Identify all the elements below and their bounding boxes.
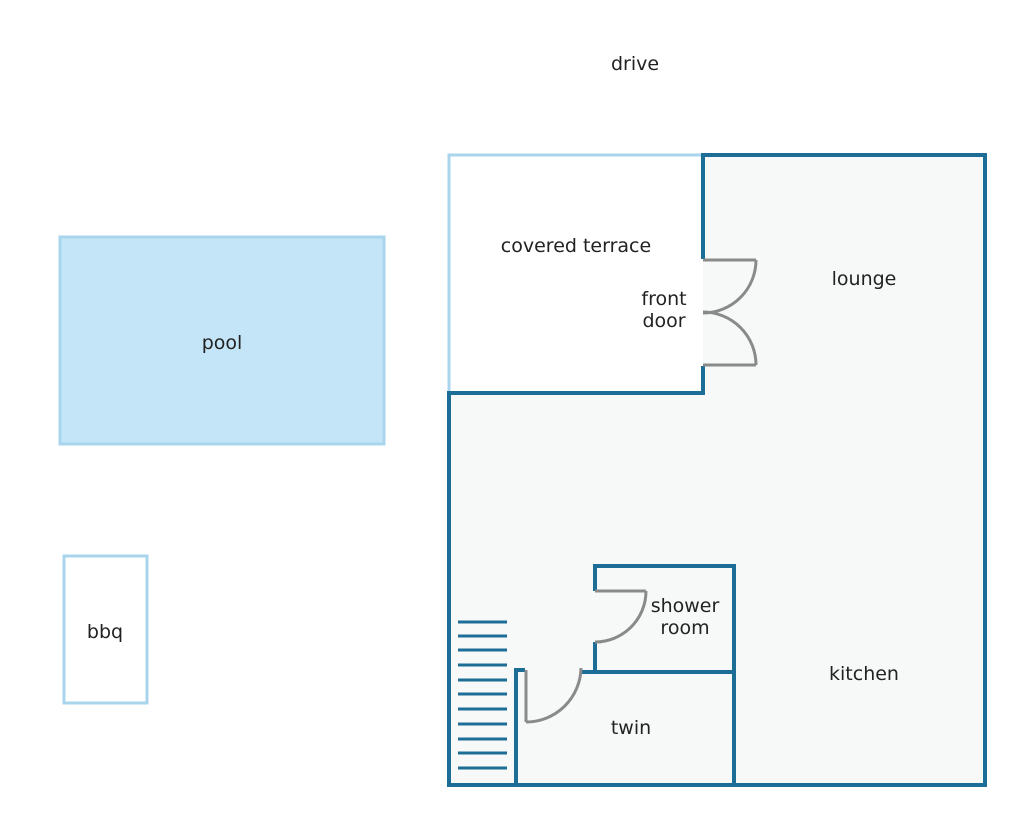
front-door <box>702 258 758 367</box>
front-door-label-line2: door <box>642 310 685 332</box>
bbq-area <box>62 554 149 705</box>
twin-room-wall <box>514 668 736 785</box>
staircase <box>458 620 507 770</box>
shower-room-label-line2: room <box>660 617 709 639</box>
pool <box>58 235 386 446</box>
drive-label: drive <box>611 53 659 75</box>
front-door-label-line1: front <box>641 288 686 310</box>
shower-room-wall <box>582 564 736 674</box>
kitchen-label: kitchen <box>829 663 899 685</box>
covered-terrace-outline <box>447 153 703 393</box>
twin-label: twin <box>611 717 651 739</box>
house-floor <box>449 155 985 785</box>
covered-terrace-label: covered terrace <box>501 235 651 257</box>
bbq-label: bbq <box>87 621 123 643</box>
lounge-label: lounge <box>832 268 897 290</box>
house-outer-wall <box>447 153 987 787</box>
shower-room-door <box>594 589 648 644</box>
twin-room-door <box>524 667 583 724</box>
pool-label: pool <box>202 332 243 354</box>
shower-room-label-line1: shower <box>651 595 720 617</box>
